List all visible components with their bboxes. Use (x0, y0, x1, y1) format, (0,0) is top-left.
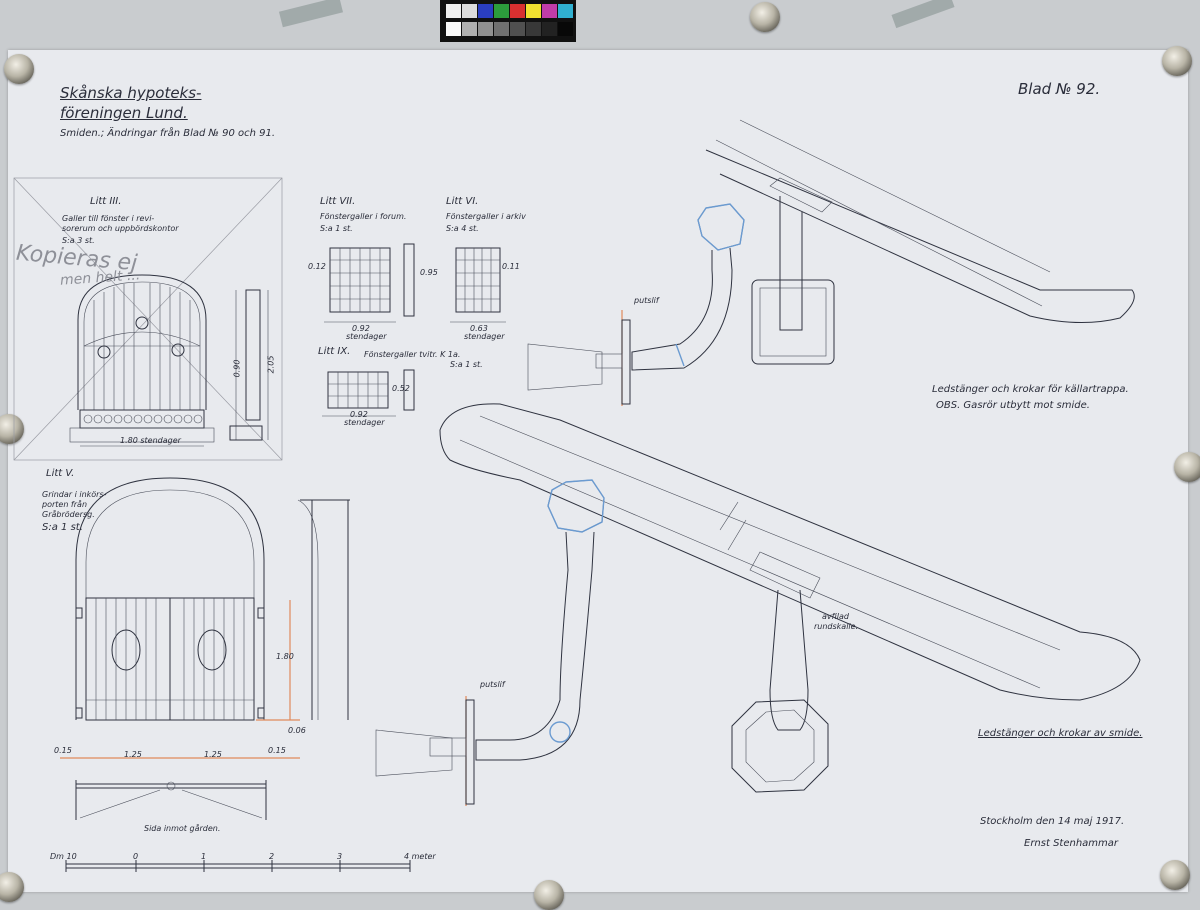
scale-label-3: 2 (269, 852, 275, 861)
thumbtack-bottom-right (1160, 860, 1190, 890)
bottom-bolt-label-1: avfilad (822, 612, 850, 621)
litt5-dim-c: 1.25 (204, 750, 222, 759)
litt6-title: Litt VI. (446, 196, 479, 207)
thumbtack-top-left (4, 54, 34, 84)
scale-label-4: 3 (337, 852, 343, 861)
litt3-dim-h1: 0.90 (232, 359, 242, 378)
litt5-caption: Sida inmot gården. (144, 824, 221, 833)
litt5-desc-3: Gråbrödersg. (42, 510, 95, 519)
top-hook-label: putslif (634, 296, 659, 305)
thumbtack-bottom-left (0, 872, 24, 902)
litt5-count: S:a 1 st. (42, 522, 83, 533)
litt5-dim-b: 1.25 (124, 750, 142, 759)
title-line-3: Smiden.; Ändringar från Blad № 90 och 91… (60, 128, 276, 139)
litt3-desc-1: Galler till fönster i revi- (62, 214, 155, 223)
litt7-dim-w: 0.92 (352, 324, 370, 333)
litt7-grille (324, 243, 415, 323)
thumbtack-top-right (1162, 46, 1192, 76)
litt5-gate (75, 477, 300, 721)
drawing-sheet (8, 50, 1188, 892)
litt5-plan (60, 757, 300, 820)
litt7-dim-l: 0.12 (308, 262, 326, 271)
litt7-title: Litt VII. (320, 196, 356, 207)
litt5-desc-1: Grindar i inkörs- (42, 490, 107, 499)
litt3-desc-2: sorerum och uppbördskontor (62, 224, 179, 233)
litt6-count: S:a 4 st. (446, 224, 479, 233)
bottom-handrail (439, 403, 1141, 793)
litt7-dim-h: 0.95 (420, 268, 438, 277)
thumbtack-top-center (750, 2, 780, 32)
litt3-title: Litt III. (90, 196, 122, 207)
litt6-grille (450, 247, 506, 323)
litt5-title: Litt V. (46, 468, 75, 479)
litt5-dim-a: 0.15 (54, 746, 72, 755)
top-handrail-caption-2: OBS. Gasrör utbytt mot smide. (936, 400, 1090, 411)
bottom-hook-label: putslif (480, 680, 505, 689)
bottom-bolt-label-2: rundskalle. (814, 622, 859, 631)
litt9-dim-w: 0.92 (350, 410, 368, 419)
litt9-desc: Fönstergaller tvitr. K 1a. (364, 350, 461, 359)
litt5-desc-2: porten från (42, 500, 88, 509)
title-line-1: Skånska hypoteks- (60, 84, 202, 102)
litt3-section (229, 289, 269, 441)
thumbtack-mid-left (0, 414, 24, 444)
scale-label-1: 0 (133, 852, 139, 861)
litt5-dim-h: 1.80 (276, 652, 294, 661)
bottom-handrail-caption: Ledstänger och krokar av smide. (978, 728, 1143, 739)
color-calibration-bar (440, 0, 576, 42)
litt3-dim-h2: 2.05 (266, 355, 276, 374)
litt9-dim-w-label: stendager (344, 418, 385, 427)
litt6-dim-r: 0.11 (502, 262, 520, 271)
litt5-dim-bottom: 0.06 (288, 726, 306, 735)
top-handrail (705, 119, 1135, 365)
scale-label-0: Dm 10 (50, 852, 77, 861)
scale-label-2: 1 (201, 852, 207, 861)
litt3-grille (69, 274, 215, 447)
litt9-title: Litt IX. (318, 346, 351, 357)
litt3-pencil-frame (13, 177, 283, 461)
sheet-number: Blad № 92. (1018, 80, 1101, 98)
litt3-dim-width: 1.80 stendager (120, 436, 181, 445)
thumbtack-mid-right (1174, 452, 1200, 482)
litt9-dim-h: 0.52 (392, 384, 410, 393)
title-line-2: föreningen Lund. (60, 104, 188, 122)
litt7-dim-w-label: stendager (346, 332, 387, 341)
top-hook (527, 203, 745, 406)
signature-name: Ernst Stenhammar (1024, 838, 1119, 849)
litt5-dim-d: 0.15 (268, 746, 286, 755)
litt6-desc: Fönstergaller i arkiv (446, 212, 526, 221)
top-handrail-caption-1: Ledstänger och krokar för källartrappa. (932, 384, 1129, 395)
bottom-hook (375, 479, 605, 806)
scale-label-5: 4 meter (404, 852, 436, 861)
litt6-dim-w: 0.63 (470, 324, 488, 333)
scale-bar-lines (65, 860, 411, 872)
litt9-count: S:a 1 st. (450, 360, 483, 369)
litt9-grille (322, 369, 415, 417)
litt5-section (297, 499, 350, 720)
litt7-count: S:a 1 st. (320, 224, 353, 233)
signature-place-date: Stockholm den 14 maj 1917. (980, 816, 1125, 827)
litt3-count: S:a 3 st. (62, 236, 95, 245)
litt7-desc: Fönstergaller i forum. (320, 212, 407, 221)
litt6-dim-w-label: stendager (464, 332, 505, 341)
